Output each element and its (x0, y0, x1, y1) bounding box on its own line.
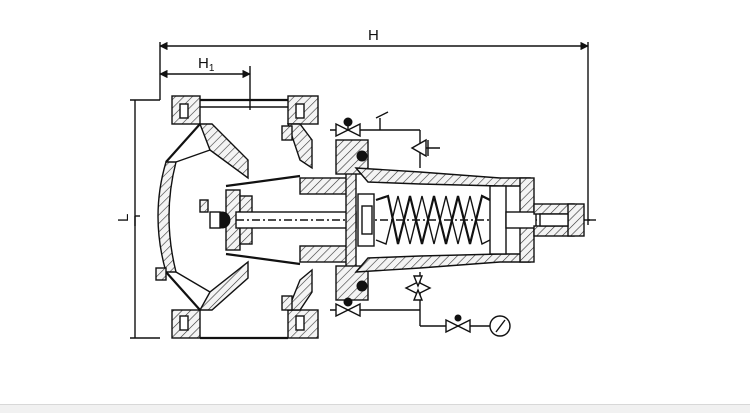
spring-housing (354, 167, 535, 273)
dimension-h1-label: H1 (198, 55, 215, 74)
dimension-l-label: L (115, 214, 132, 222)
dimension-h1: H1 (159, 55, 251, 110)
bottom-outlet-flange (171, 309, 319, 340)
top-inlet-flange (171, 95, 319, 125)
needle-valve-upper (335, 117, 361, 138)
dimension-l (130, 99, 160, 339)
bottom-strip (0, 404, 750, 413)
valve-body (157, 123, 313, 311)
adjusting-screw (505, 203, 596, 237)
needle-valve-lower (335, 297, 361, 318)
ball-valve (404, 275, 432, 301)
spring (375, 194, 491, 246)
bolts (155, 125, 293, 311)
dimension-h-label: H (368, 27, 379, 44)
pressure-gauge-icon (489, 315, 511, 337)
check-valve (410, 138, 429, 158)
gauge-valve (445, 314, 471, 334)
